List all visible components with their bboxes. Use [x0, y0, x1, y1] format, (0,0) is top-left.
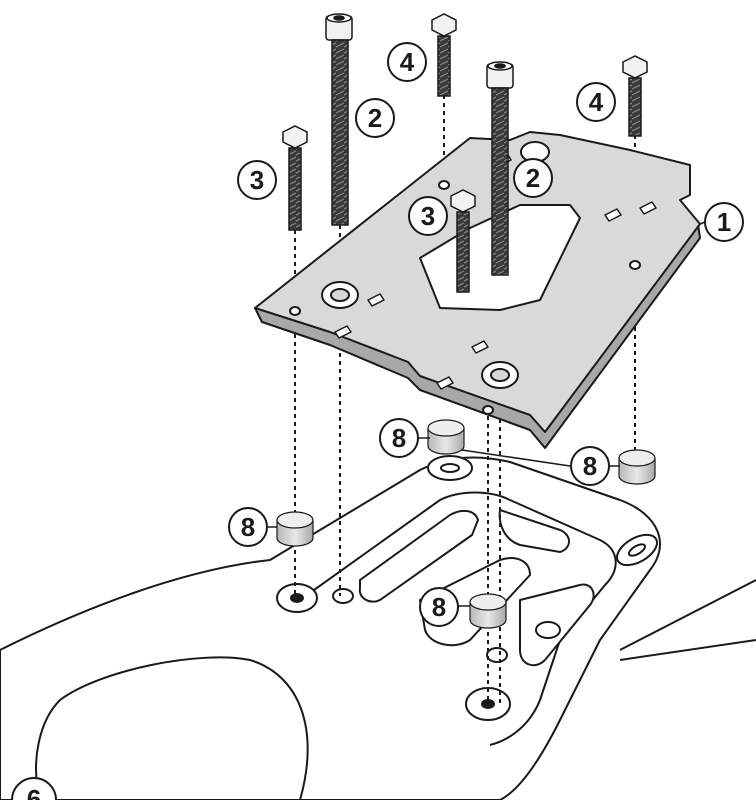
callout-1: 1 [704, 202, 744, 242]
callout-3-left: 3 [237, 160, 277, 200]
rack-slot-left [358, 509, 479, 603]
callout-8-bottom: 8 [419, 587, 459, 627]
short-screw-left [431, 13, 457, 97]
rear-rack [0, 455, 756, 800]
callout-8-top: 8 [379, 418, 419, 458]
spacer-left [276, 511, 314, 547]
callout-leaders [268, 221, 706, 607]
svg-text:1: 1 [717, 207, 731, 237]
svg-text:8: 8 [432, 592, 446, 622]
svg-text:4: 4 [589, 87, 604, 117]
svg-text:8: 8 [583, 451, 597, 481]
spacer-top-center [427, 419, 465, 455]
svg-text:4: 4 [400, 47, 415, 77]
medium-screw-left [282, 125, 308, 231]
callout-8-right: 8 [570, 446, 610, 486]
short-screw-right [622, 55, 648, 137]
svg-text:8: 8 [241, 512, 255, 542]
svg-text:3: 3 [250, 165, 264, 195]
svg-text:6: 6 [27, 784, 41, 800]
side-strut [619, 579, 756, 661]
rack-slot-right [498, 509, 570, 553]
svg-text:2: 2 [368, 103, 382, 133]
mounting-plate [254, 131, 701, 449]
svg-text:3: 3 [421, 201, 435, 231]
seat-hollow [35, 656, 309, 800]
callout-4-left: 4 [387, 42, 427, 82]
spacer-right [618, 449, 656, 485]
callout-2-left: 2 [355, 98, 395, 138]
spacer-bottom-center [469, 593, 507, 629]
callout-3-center: 3 [408, 196, 448, 236]
medium-screw-center [450, 189, 476, 293]
callout-4-right: 4 [576, 82, 616, 122]
long-screw-right [486, 61, 514, 276]
long-screw-left [325, 13, 353, 226]
svg-text:8: 8 [392, 423, 406, 453]
svg-text:2: 2 [526, 163, 540, 193]
callout-6-partial: 6 [11, 777, 57, 800]
callout-8-left: 8 [228, 507, 268, 547]
callout-2-right: 2 [513, 158, 553, 198]
